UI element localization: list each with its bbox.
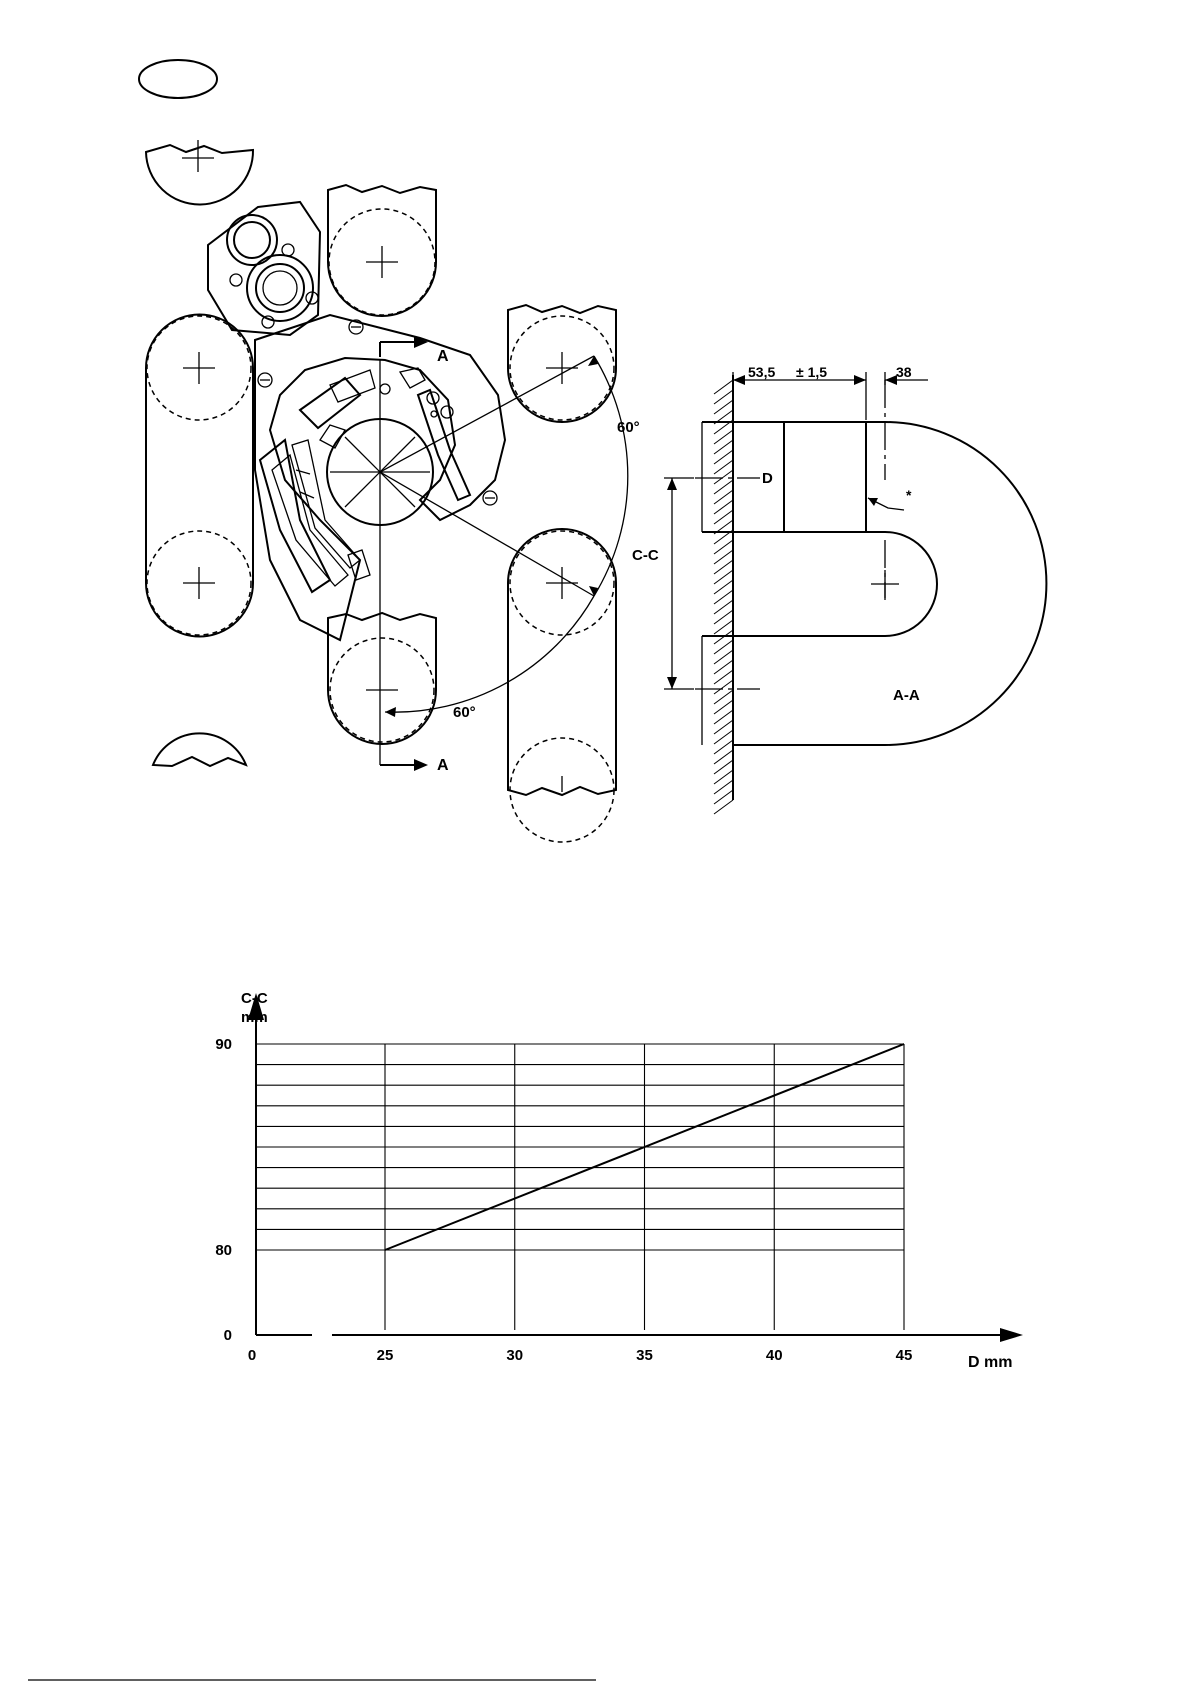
angle-label-lower: 60° <box>453 704 476 721</box>
y-tick-label: 80 <box>215 1242 232 1259</box>
x-tick-label: 35 <box>636 1347 653 1364</box>
corner-oval-marker <box>139 60 217 98</box>
chart-ylabel-line2: mm <box>241 1009 268 1026</box>
asterisk-label: * <box>906 487 912 503</box>
x-tick-label: 40 <box>766 1347 783 1364</box>
wall-hatching <box>714 380 733 814</box>
y-tick-label: 0 <box>224 1327 232 1344</box>
label-cc: C-C <box>632 547 659 564</box>
x-axis-arrow <box>1000 1328 1023 1342</box>
partial-roller-top-left <box>146 140 253 205</box>
roller-lower-middle <box>328 613 436 744</box>
roller-left-vertical <box>146 314 253 636</box>
x-tick-label: 45 <box>896 1347 913 1364</box>
roller-assembly-drawing: 60° 60° A A <box>146 140 640 842</box>
cc-vs-d-chart: 0 25 30 35 40 45 0 80 90 C-C mm D mm <box>215 990 1023 1371</box>
section-marker-bottom: A <box>437 757 449 774</box>
x-tick-label: 30 <box>506 1347 523 1364</box>
chart-ylabel-line1: C-C <box>241 990 268 1007</box>
x-tick-label: 0 <box>248 1347 256 1364</box>
roller-right-lower <box>508 529 616 842</box>
section-aa-drawing: C-C D 53,5 ± 1,5 38 * A-A <box>632 364 1046 814</box>
bearing-unit <box>208 202 320 335</box>
chart-grid <box>256 1044 904 1330</box>
dim-width-value: 38 <box>896 364 912 380</box>
section-label-aa: A-A <box>893 687 920 704</box>
dim-offset-tolerance: ± 1,5 <box>796 364 827 380</box>
dim-offset-value: 53,5 <box>748 364 775 380</box>
section-arrow-bottom <box>380 759 428 771</box>
y-tick-label: 90 <box>215 1036 232 1053</box>
roller-right-upper <box>508 305 616 422</box>
section-marker-top: A <box>437 348 449 365</box>
label-d: D <box>762 470 773 487</box>
angle-label-upper: 60° <box>617 419 640 436</box>
partial-roller-bottom-left <box>153 733 246 766</box>
roller-upper-middle <box>328 185 436 316</box>
section-arrow-top <box>380 336 428 357</box>
chart-xlabel: D mm <box>968 1354 1012 1371</box>
x-tick-label: 25 <box>377 1347 394 1364</box>
